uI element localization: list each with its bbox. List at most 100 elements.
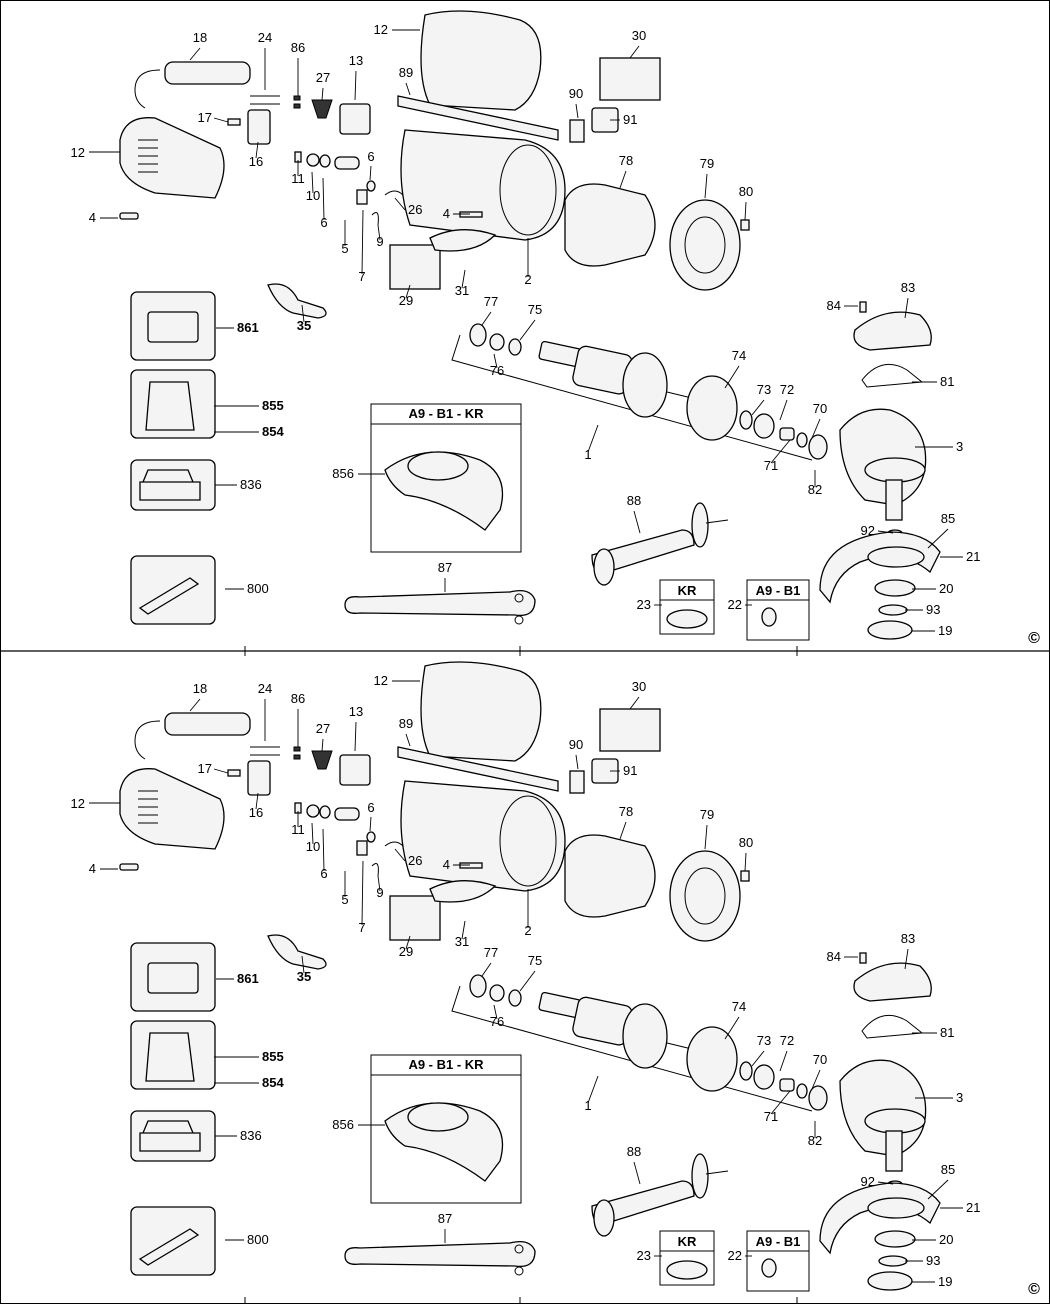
fan-part xyxy=(622,352,668,418)
part-label-20: 20 xyxy=(939,1232,953,1247)
bag-icon xyxy=(145,381,195,431)
leader-line xyxy=(405,935,411,950)
screw-part xyxy=(740,219,750,231)
sleeve-part xyxy=(293,103,301,109)
leader-line xyxy=(405,82,411,96)
fan-baffle-part xyxy=(686,375,738,441)
part-label-75: 75 xyxy=(528,953,542,968)
part-label-74: 74 xyxy=(732,348,746,363)
field-coil-part xyxy=(564,183,656,267)
gear-part xyxy=(864,1108,926,1134)
housing-opening xyxy=(499,144,557,236)
washer-part xyxy=(739,1061,753,1081)
part-label-70: 70 xyxy=(813,401,827,416)
kr-box-title: KR xyxy=(678,1234,697,1249)
part-label-71: 71 xyxy=(764,1109,778,1124)
a9b1-flange-part xyxy=(761,1258,777,1278)
part-label-78: 78 xyxy=(619,804,633,819)
screw-part xyxy=(459,862,483,869)
spanner-pin xyxy=(514,1266,524,1276)
part-label-12: 12 xyxy=(71,796,85,811)
label-part xyxy=(429,229,497,252)
insert-part xyxy=(569,770,585,794)
part-label-2: 2 xyxy=(524,272,531,287)
part-label-16: 16 xyxy=(249,154,263,169)
leader-line xyxy=(619,821,627,840)
tray-icon xyxy=(139,1120,201,1152)
part-label-91: 91 xyxy=(623,763,637,778)
bearing-part xyxy=(753,413,775,439)
kitbox-icon xyxy=(147,311,199,343)
part-label-84: 84 xyxy=(827,949,841,964)
brush-holder-part xyxy=(334,156,360,170)
kr-box-frame xyxy=(659,1230,715,1286)
leader-line xyxy=(301,304,305,323)
part-label-89: 89 xyxy=(399,65,413,80)
part-label-23: 23 xyxy=(637,1248,651,1263)
baffle-hole xyxy=(684,867,726,925)
label-part xyxy=(429,880,497,903)
spindle-part xyxy=(885,1130,903,1172)
nut-part xyxy=(796,1083,808,1099)
leader-line xyxy=(633,510,641,534)
leader-line xyxy=(877,1181,894,1185)
part-label-76: 76 xyxy=(490,363,504,378)
brush-holder-part xyxy=(334,807,360,821)
screw-part xyxy=(119,863,139,871)
part-label-856: 856 xyxy=(332,466,354,481)
kr-flange-part xyxy=(666,609,708,629)
handle-thread xyxy=(705,1170,729,1175)
leader-line xyxy=(633,1161,641,1185)
leader-line xyxy=(213,768,229,774)
commutator-part xyxy=(538,340,582,368)
outer-flange-part xyxy=(867,620,913,640)
guard-box-frame xyxy=(370,403,522,553)
rear-housing-part xyxy=(119,117,225,199)
insert-part xyxy=(569,119,585,143)
leader-line xyxy=(519,970,536,992)
part-label-35: 35 xyxy=(297,318,311,333)
grease-gun-icon xyxy=(138,577,200,615)
part-label-93: 93 xyxy=(926,602,940,617)
spanner-pin xyxy=(514,615,524,625)
baffle-part xyxy=(669,850,741,942)
part-label-856: 856 xyxy=(332,1117,354,1132)
part-label-10: 10 xyxy=(306,188,320,203)
cord-protector-part xyxy=(164,712,251,736)
part-label-861: 861 xyxy=(237,320,259,335)
leader-line xyxy=(189,698,201,712)
part-label-6: 6 xyxy=(320,866,327,881)
part-label-1: 1 xyxy=(584,447,591,462)
part-label-5: 5 xyxy=(341,892,348,907)
spindle-lock-spring-part xyxy=(861,1014,924,1039)
part-label-90: 90 xyxy=(569,86,583,101)
part-label-19: 19 xyxy=(938,623,952,638)
leader-line xyxy=(255,141,259,159)
pinion-part xyxy=(779,427,795,441)
part-label-16: 16 xyxy=(249,805,263,820)
part-label-22: 22 xyxy=(728,597,742,612)
leader-line xyxy=(811,1069,821,1090)
handle-grip-end xyxy=(593,548,615,586)
part-label-24: 24 xyxy=(258,681,272,696)
leader-line xyxy=(770,1090,791,1115)
spring-ring-part xyxy=(319,154,331,168)
motor-housing-part xyxy=(400,780,566,892)
leader-line xyxy=(481,311,492,326)
power-cord-part xyxy=(134,720,161,760)
housing-opening xyxy=(499,795,557,887)
part-label-77: 77 xyxy=(484,294,498,309)
interference-suppressor-part xyxy=(267,283,327,319)
part-label-80: 80 xyxy=(739,184,753,199)
power-cord-part xyxy=(134,69,161,109)
part-label-854: 854 xyxy=(262,424,284,439)
leader-line xyxy=(311,822,314,845)
leader-line xyxy=(311,171,314,194)
part-label-4: 4 xyxy=(443,206,450,221)
bag-icon xyxy=(145,1032,195,1082)
part-label-26: 26 xyxy=(408,853,422,868)
leader-line xyxy=(405,284,411,299)
bearing-part xyxy=(753,1064,775,1090)
cord-clamp-part xyxy=(247,760,271,796)
